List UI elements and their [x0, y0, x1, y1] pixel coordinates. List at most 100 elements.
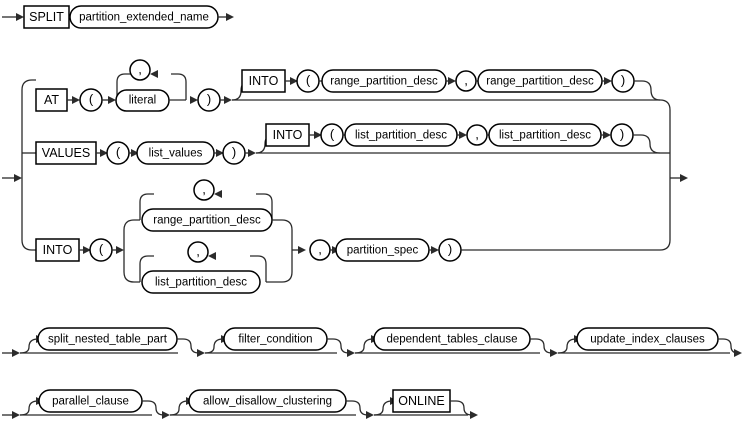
rail-opt2-up-1: [19, 400, 44, 416]
at-into-keyword-label: INTO: [249, 74, 279, 88]
at-into-rparen-label: ): [621, 72, 625, 87]
arrow-into-to-lparen: [83, 246, 91, 254]
rail-merge-at: [659, 99, 671, 178]
arrow-opt2-entry: [12, 411, 20, 419]
rail-alt-lower-merge: [266, 250, 293, 283]
arrow-values-into-comma: [459, 131, 467, 139]
arrow-opt1-exit: [734, 349, 742, 357]
into-separator-comma-label: ,: [318, 241, 322, 256]
rail-at-loop-right: [171, 73, 187, 100]
rail-opt1-up-4: [557, 338, 582, 354]
alt-lower-list-partition-desc-box[interactable]: [141, 270, 261, 294]
partition-spec-label: partition_spec: [347, 245, 419, 257]
arrow-header-exit: [226, 13, 234, 21]
arrow-entry-header: [16, 13, 24, 21]
rail-alt-fork-up: [123, 219, 140, 250]
alt-upper-range-partition-desc-label: range_partition_desc: [153, 215, 261, 227]
rail-opt2-up-2: [169, 400, 194, 416]
allow-disallow-clustering-label: allow_disallow_clustering: [203, 396, 332, 408]
values-rparen-label: ): [232, 144, 236, 159]
at-literal-label: literal: [129, 95, 156, 107]
arrow-into-rparen: [431, 246, 439, 254]
arrow-main-entry: [14, 174, 22, 182]
branch-fork-left: [2, 79, 36, 251]
arrow-at-into-rparen: [604, 77, 612, 85]
alt-upper-comma-label: ,: [202, 181, 206, 196]
arrow-values-rparen: [216, 149, 224, 157]
rail-at-into-rejoin: [634, 80, 661, 101]
rail-opt2-down-1: [142, 400, 165, 416]
into-lparen-label: (: [99, 241, 104, 256]
rail-opt1-down-3: [530, 338, 553, 354]
arrow-at-to-rparen: [190, 96, 198, 104]
arrow-values-into-lparen: [314, 131, 322, 139]
arrow-opt1-join-2: [347, 349, 355, 357]
dependent-tables-clause-label: dependent_tables_clause: [386, 334, 517, 346]
alt-lower-list-partition-desc-label: list_partition_desc: [155, 277, 247, 289]
rail-alt-upper-loop-left: [139, 193, 154, 220]
at-branch: AT ( , literal ) INTO (: [35, 59, 661, 112]
rail-alt-upper-merge: [272, 219, 293, 250]
arrow-at-rparen-out: [224, 96, 232, 104]
arrow-at-lparen-to-literal: [108, 96, 116, 104]
arrow-main-exit: [680, 174, 688, 182]
arrow-opt1-entry: [12, 349, 20, 357]
rail-alt-lower-loop-left: [139, 255, 154, 282]
partition-extended-name-label: partition_extended_name: [79, 12, 209, 24]
alt-upper-comma-circle[interactable]: [193, 179, 215, 201]
values-into-lparen-label: (: [330, 126, 335, 141]
values-into-keyword-label: INTO: [273, 128, 303, 142]
rail-fork-down-to-into: [21, 178, 36, 251]
branch-merge-right: [659, 99, 688, 251]
split-keyword-label: SPLIT: [29, 10, 64, 24]
online-keyword-label: ONLINE: [398, 394, 445, 408]
alt-lower-comma-circle[interactable]: [187, 241, 209, 263]
at-into-first-label: range_partition_desc: [330, 76, 438, 88]
header-row: SPLIT partition_extended_name: [2, 5, 234, 29]
arrow-alt-upper-loop-comma: [214, 190, 222, 198]
values-branch: VALUES ( list_values ) INTO ( list_parti…: [35, 123, 661, 165]
at-keyword-label: AT: [44, 93, 59, 107]
into-rparen-label: ): [448, 241, 452, 256]
rail-merge-into: [659, 178, 671, 251]
into-keyword-label: INTO: [43, 243, 73, 257]
arrow-values-rparen-out: [248, 149, 256, 157]
split-nested-table-part-label: split_nested_table_part: [48, 334, 168, 346]
at-lparen-label: (: [89, 91, 94, 106]
at-into-lparen-label: (: [306, 72, 311, 87]
values-keyword-label: VALUES: [42, 146, 90, 160]
rail-opt1-up-2: [204, 338, 229, 354]
list-values-label: list_values: [149, 148, 203, 160]
filter-condition-label: filter_condition: [238, 334, 312, 346]
rail-opt2-down-2: [346, 400, 369, 416]
values-into-first-label: list_partition_desc: [355, 130, 447, 142]
rail-opt1-down-2: [327, 338, 350, 354]
optional-row-2: parallel_clause allow_disallow_clusterin…: [2, 389, 478, 419]
at-into-comma-label: ,: [464, 72, 468, 87]
arrow-at-loop-comma: [150, 70, 158, 78]
at-loop-comma-label: ,: [138, 61, 142, 76]
into-branch: INTO ( , range_partition_desc , list_par…: [35, 179, 660, 294]
parallel-clause-label: parallel_clause: [52, 396, 129, 408]
arrow-opt1-join-3: [550, 349, 558, 357]
arrow-opt1-join-1: [197, 349, 205, 357]
arrow-into-alt: [116, 246, 124, 254]
rail-opt2-down-3: [450, 400, 473, 416]
arrow-values-item: [131, 149, 139, 157]
rail-opt1-up-3: [354, 338, 379, 354]
values-into-rparen-label: ): [620, 126, 624, 141]
values-lparen-label: (: [116, 144, 121, 159]
rail-at-loop-left: [116, 73, 131, 100]
arrow-opt2-exit: [470, 411, 478, 419]
rail-alt-fork-down: [123, 250, 140, 283]
rail-opt2-up-3: [373, 400, 398, 416]
arrow-at-to-lparen: [72, 96, 80, 104]
rail-alt-upper-loop-right: [256, 193, 273, 220]
rail-values-into-rejoin: [633, 134, 661, 154]
optional-row-1: split_nested_table_part filter_condition…: [2, 327, 742, 357]
arrow-values-into-rparen: [603, 131, 611, 139]
rail-alt-lower-loop-right: [250, 255, 267, 282]
at-loop-comma-circle[interactable]: [129, 59, 151, 81]
rail-opt1-up-1: [19, 338, 44, 354]
